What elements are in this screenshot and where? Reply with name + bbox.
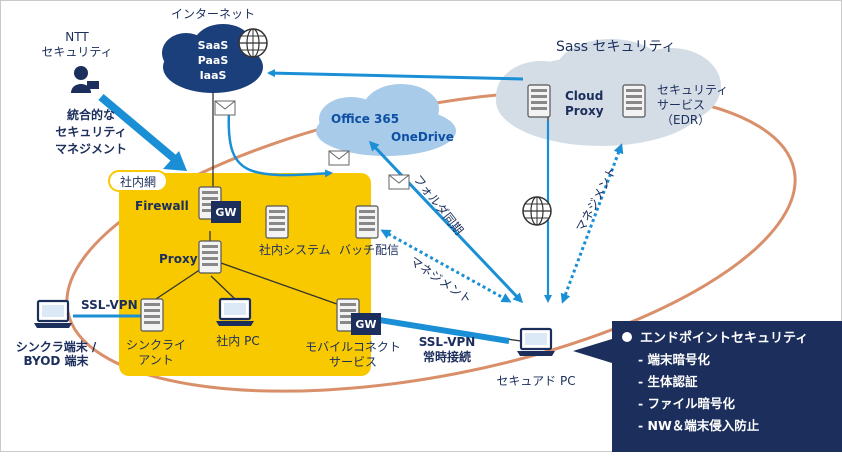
endpoint-callout-pointer: [573, 339, 612, 363]
secure-pc-laptop-icon: [515, 327, 557, 358]
firewall-label: Firewall: [135, 199, 189, 213]
intranet-tag: [108, 170, 168, 192]
ssl-vpn-left-label: SSL-VPN: [81, 298, 138, 312]
proxy-label: Proxy: [159, 252, 198, 266]
edr-label-1: セキュリティ: [657, 83, 728, 97]
integrated-mgmt-line1: 統合的な: [67, 107, 115, 122]
cloud-proxy-server-icon: [527, 84, 551, 118]
mobile-gw-label: GW: [355, 318, 376, 331]
ssl-vpn-right-label-2: 常時接続: [423, 349, 471, 364]
bullet-dot-icon: [622, 331, 632, 342]
thin-client-label-2: アント: [138, 353, 174, 367]
folder-sync-label: フォルダ同期: [411, 172, 467, 238]
internal-system-server-icon: [265, 205, 289, 239]
thin-client-terminal-laptop-icon: [32, 299, 74, 330]
mail-icon: [328, 150, 350, 166]
internal-system-label: 社内システム: [259, 242, 331, 257]
batch-server-icon: [355, 205, 379, 239]
iaas-label: IaaS: [200, 69, 227, 82]
office365-cloud: Office 365 OneDrive: [316, 84, 456, 156]
internal-pc-label: 社内 PC: [216, 333, 259, 348]
integrated-mgmt-line3: マネジメント: [55, 142, 127, 156]
endpoint-security-title: エンドポイントセキュリティ: [622, 327, 832, 346]
endpoint-item: - ファイル暗号化: [638, 396, 736, 411]
onedrive-label: OneDrive: [391, 130, 454, 144]
thin-client-terminal-label-1: シンクラ端末 /: [16, 339, 97, 354]
endpoint-item: - 端末暗号化: [638, 352, 711, 367]
mobile-connect-label-1: モバイルコネクト: [305, 340, 401, 354]
thin-client-label-1: シンクライ: [126, 338, 186, 352]
intranet-label: 社内網: [120, 174, 156, 189]
ntt-label-line1: NTT: [65, 30, 89, 44]
ssl-vpn-right-label-1: SSL-VPN: [419, 335, 476, 349]
internet-globe-icon: [238, 28, 268, 58]
proxy-to-internet-arrow: [267, 69, 524, 81]
integrated-management-arrow: [98, 93, 180, 165]
secure-pc-label: セキュアド PC: [496, 374, 575, 388]
edr-server-icon: [622, 84, 646, 118]
cloud-proxy-label-2: Proxy: [565, 104, 604, 118]
endpoint-item: - 生体認証: [638, 374, 698, 389]
endpoint-security-panel: エンドポイントセキュリティ - 端末暗号化 - 生体認証 - ファイル暗号化 -…: [612, 321, 842, 452]
thin-client-server-icon: [140, 298, 164, 332]
mail-icon: [214, 100, 236, 116]
sass-security-label: Sass セキュリティ: [556, 39, 676, 55]
internet-cloud: SaaS PaaS IaaS: [162, 24, 263, 93]
edr-label-2: サービス: [657, 98, 705, 112]
internet-label: インターネット: [171, 7, 255, 21]
saas-label: SaaS: [198, 39, 229, 52]
edr-label-3: （EDR）: [661, 113, 710, 127]
intranet-area: [119, 173, 371, 376]
ssl-vpn-persistent-link: [360, 314, 510, 344]
secure-pc-globe-icon: [522, 196, 552, 226]
management-label-right: マネジメント: [573, 164, 619, 234]
endpoint-item: - NW＆端末侵入防止: [638, 418, 760, 433]
firewall-to-office365-arrow: [227, 110, 333, 178]
admin-person-icon: [71, 66, 99, 93]
management-label-left: マネジメント: [407, 254, 474, 307]
paas-label: PaaS: [198, 54, 229, 67]
firewall-gw-badge: [211, 201, 241, 223]
mobile-gw-badge: [351, 313, 381, 335]
batch-label: バッチ配信: [339, 243, 399, 257]
thin-client-terminal-label-2: BYOD 端末: [23, 353, 89, 368]
mail-icon: [388, 174, 410, 190]
internal-pc-laptop-icon: [214, 297, 256, 328]
proxy-server-icon: [198, 240, 222, 274]
management-dotted-arrow-left: [380, 229, 512, 303]
firewall-gw-label: GW: [215, 206, 236, 219]
mobile-connect-label-2: サービス: [329, 355, 377, 369]
endpoint-security-title-text: エンドポイントセキュリティ: [640, 331, 809, 346]
integrated-mgmt-line2: セキュリティ: [55, 125, 126, 139]
cloud-proxy-label-1: Cloud: [565, 89, 603, 103]
office365-label: Office 365: [331, 112, 399, 126]
ntt-label-line2: セキュリティ: [41, 45, 112, 59]
